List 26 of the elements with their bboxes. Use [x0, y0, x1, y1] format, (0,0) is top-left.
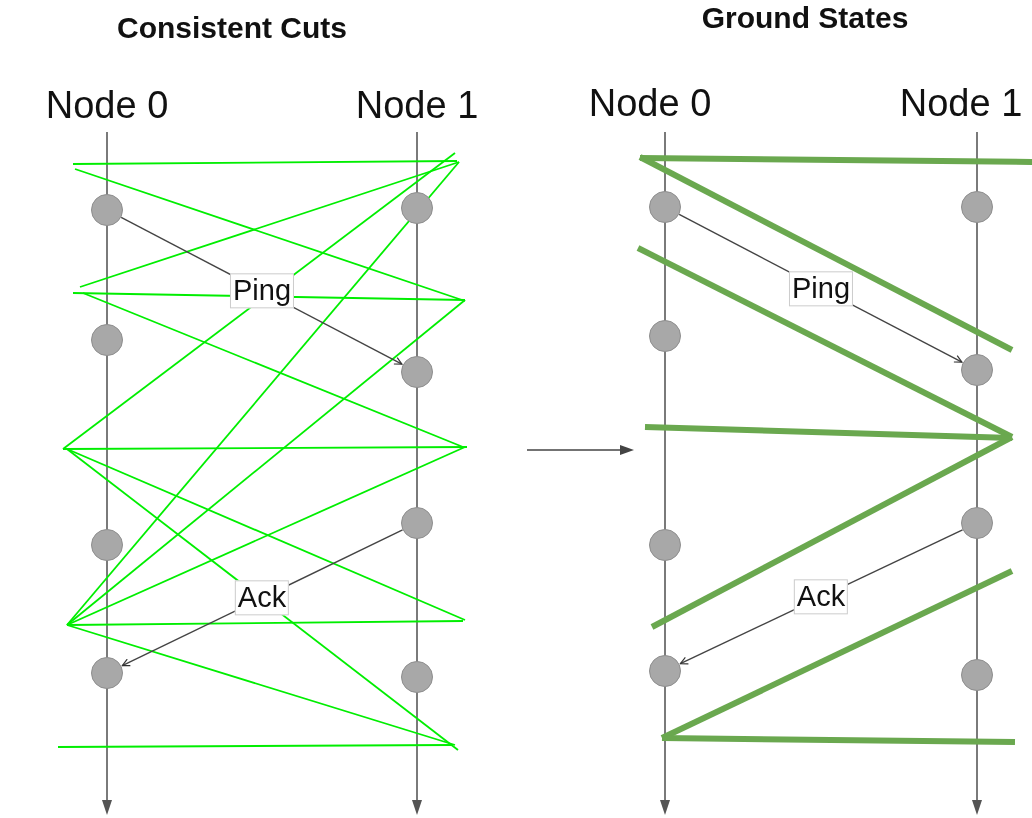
- event-circle: [401, 661, 433, 693]
- event-circle: [91, 657, 123, 689]
- event-circle: [91, 324, 123, 356]
- edge-label: Ack: [234, 580, 290, 616]
- event-circle: [401, 356, 433, 388]
- timeline-label: Node 1: [355, 83, 479, 127]
- edge-label: Ping: [789, 270, 853, 307]
- event-circle: [961, 354, 993, 386]
- event-circle: [649, 655, 681, 687]
- event-circle: [649, 320, 681, 352]
- heading: Ground States: [701, 1, 909, 35]
- heading: Consistent Cuts: [117, 11, 347, 45]
- event-circle: [961, 507, 993, 539]
- event-circle: [649, 191, 681, 223]
- event-circle: [961, 659, 993, 691]
- timeline-label: Node 0: [588, 81, 712, 125]
- event-circle: [401, 507, 433, 539]
- timeline-label: Node 1: [899, 81, 1023, 125]
- event-circle: [91, 194, 123, 226]
- event-circle: [401, 192, 433, 224]
- event-circle: [961, 191, 993, 223]
- event-circle: [649, 529, 681, 561]
- event-circle: [91, 529, 123, 561]
- edge-label: Ack: [793, 579, 849, 615]
- timeline-label: Node 0: [45, 83, 169, 127]
- edge-label: Ping: [230, 273, 294, 309]
